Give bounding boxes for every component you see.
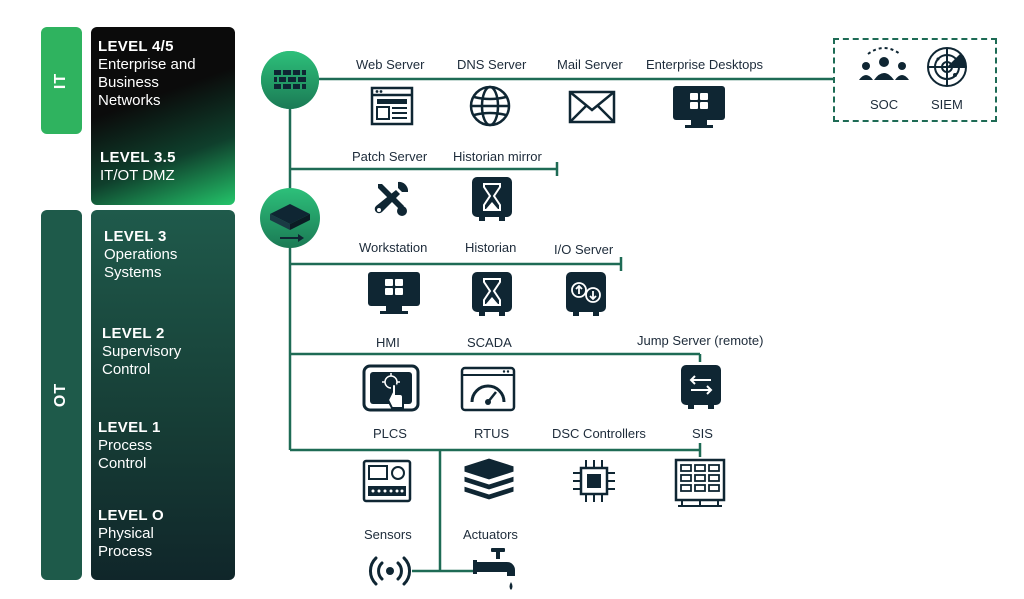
radar-icon bbox=[927, 47, 967, 87]
historian-label: Historian bbox=[465, 240, 517, 255]
level-sub: Operations bbox=[104, 246, 178, 263]
level-1: LEVEL 1 Process Control bbox=[98, 419, 161, 473]
level-sub: IT/OT DMZ bbox=[100, 167, 175, 184]
level-3-5: LEVEL 3.5 IT/OT DMZ bbox=[100, 149, 176, 185]
jump-server-label: Jump Server (remote) bbox=[637, 333, 764, 348]
switch-icon bbox=[260, 188, 320, 248]
hourglass-icon bbox=[472, 177, 512, 221]
plc-icon bbox=[362, 364, 420, 412]
level-sub: Physical bbox=[98, 525, 154, 542]
io-server-label: I/O Server bbox=[554, 242, 614, 257]
browser-window-icon bbox=[370, 86, 414, 126]
level-2: LEVEL 2 Supervisory Control bbox=[102, 325, 181, 379]
firewall-icon bbox=[261, 51, 319, 109]
web-server-label: Web Server bbox=[356, 57, 425, 72]
signal-icon bbox=[369, 556, 411, 586]
monitor-icon bbox=[368, 272, 420, 314]
gauge-icon bbox=[460, 366, 516, 412]
it-tab: IT bbox=[41, 27, 82, 134]
level-sub: Supervisory bbox=[102, 343, 182, 360]
level-sub: Control bbox=[98, 455, 147, 472]
it-levels-panel bbox=[91, 27, 235, 205]
patch-server-label: Patch Server bbox=[352, 149, 428, 164]
io-icon bbox=[566, 272, 606, 316]
level-title: LEVEL O bbox=[98, 507, 165, 524]
server-rack-icon bbox=[674, 458, 726, 507]
level-sub: Control bbox=[102, 361, 151, 378]
level-sub: Systems bbox=[104, 264, 162, 281]
level-sub: Process bbox=[98, 543, 153, 560]
level-4-5: LEVEL 4/5 Enterprise and Business Networ… bbox=[98, 38, 196, 110]
scada-label: SCADA bbox=[467, 335, 512, 350]
globe-icon bbox=[469, 85, 511, 127]
level-sub: Networks bbox=[98, 92, 161, 109]
sensors-label: Sensors bbox=[364, 527, 412, 542]
level-title: LEVEL 3 bbox=[104, 228, 167, 245]
soc-siem-box bbox=[833, 38, 997, 122]
level-sub: Enterprise and bbox=[98, 56, 196, 73]
level-title: LEVEL 4/5 bbox=[98, 38, 174, 55]
level-title: LEVEL 3.5 bbox=[100, 149, 176, 166]
jump-arrows-icon bbox=[681, 365, 721, 409]
level-sub: Business bbox=[98, 74, 159, 91]
ot-levels-panel bbox=[91, 210, 235, 580]
soc-team-icon bbox=[859, 47, 909, 80]
dsc-controllers-label: DSC Controllers bbox=[552, 426, 646, 441]
dns-server-label: DNS Server bbox=[457, 57, 527, 72]
chip-icon bbox=[573, 460, 615, 502]
level-0: LEVEL O Physical Process bbox=[98, 507, 164, 561]
soc-label: SOC bbox=[870, 97, 899, 112]
faucet-icon bbox=[473, 548, 515, 590]
envelope-icon bbox=[568, 90, 616, 124]
monitor-icon bbox=[673, 86, 725, 128]
enterprise-desktops-label: Enterprise Desktops bbox=[646, 57, 764, 72]
tools-icon bbox=[374, 181, 409, 216]
mail-server-label: Mail Server bbox=[557, 57, 623, 72]
hourglass-icon bbox=[472, 272, 512, 316]
hmi-label: HMI bbox=[376, 335, 400, 350]
workstation-label: Workstation bbox=[359, 240, 428, 255]
level-sub: Process bbox=[98, 437, 153, 454]
sis-label: SIS bbox=[692, 426, 713, 441]
plcs-label: PLCS bbox=[373, 426, 407, 441]
meter-panel-icon bbox=[362, 459, 412, 503]
level-title: LEVEL 1 bbox=[98, 419, 161, 436]
stack-icon bbox=[463, 457, 515, 501]
actuators-label: Actuators bbox=[463, 527, 518, 542]
historian-mirror-label: Historian mirror bbox=[453, 149, 542, 164]
ot-tab: OT bbox=[41, 210, 82, 580]
level-3: LEVEL 3 Operations Systems bbox=[104, 228, 177, 282]
siem-label: SIEM bbox=[931, 97, 963, 112]
level-title: LEVEL 2 bbox=[102, 325, 165, 342]
rtus-label: RTUS bbox=[474, 426, 510, 441]
